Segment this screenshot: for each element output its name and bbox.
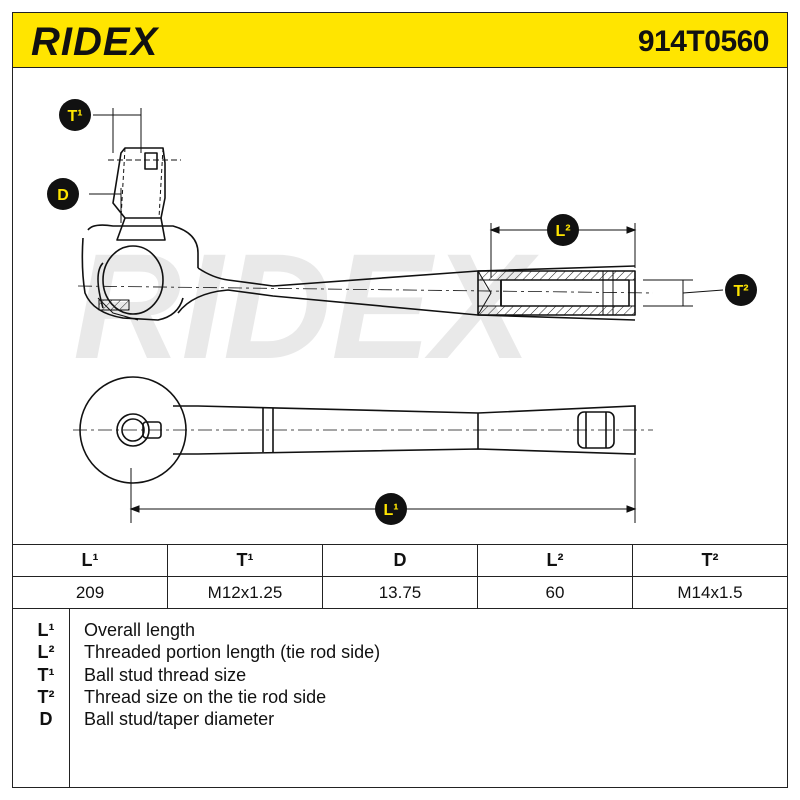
legend-item: L¹ Overall length (13, 620, 789, 642)
svg-text:D: D (57, 187, 69, 204)
legend-item: D Ball stud/taper diameter (13, 709, 789, 731)
spec-header-t2: T² (632, 544, 788, 577)
legend-item: L² Threaded portion length (tie rod side… (13, 642, 789, 664)
label-d: D (47, 178, 79, 210)
tie-rod-end-drawing: RIDEX (47, 99, 757, 525)
label-l1: L¹ (375, 493, 407, 525)
legend-key: L¹ (37, 620, 55, 640)
brand-logo-text: RIDEX (31, 21, 160, 61)
legend: L¹ Overall length L² Threaded portion le… (12, 608, 788, 788)
spec-header-l2: L² (477, 544, 633, 577)
svg-text:T²: T² (733, 283, 748, 300)
top-view (73, 376, 653, 484)
svg-text:L¹: L¹ (383, 502, 398, 519)
spec-value-d: 13.75 (322, 576, 478, 609)
label-t1: T¹ (59, 99, 91, 131)
spec-header-t1: T¹ (167, 544, 323, 577)
spec-value-l2: 60 (477, 576, 633, 609)
label-l2: L² (547, 214, 579, 246)
spec-header-l1: L¹ (12, 544, 168, 577)
legend-key: L² (37, 642, 55, 662)
spec-header-d: D (322, 544, 478, 577)
legend-desc: Ball stud/taper diameter (84, 709, 275, 729)
spec-value-l1: 209 (12, 576, 168, 609)
legend-desc: Threaded portion length (tie rod side) (84, 642, 381, 662)
legend-key: D (39, 709, 53, 729)
legend-divider (69, 608, 70, 787)
label-t2: T² (725, 274, 757, 306)
svg-text:T¹: T¹ (67, 108, 82, 125)
legend-key: T¹ (37, 665, 55, 685)
legend-item: T¹ Ball stud thread size (13, 665, 789, 687)
svg-text:L²: L² (555, 223, 570, 240)
technical-drawing-area: RIDEX (12, 68, 788, 544)
brand-logo: RIDEX (31, 21, 160, 61)
spec-value-t2: M14x1.5 (632, 576, 788, 609)
watermark-text: RIDEX (73, 222, 539, 390)
part-number: 914T0560 (637, 25, 770, 58)
header-bar: RIDEX 914T0560 (12, 12, 788, 68)
legend-desc: Overall length (84, 620, 196, 640)
legend-item: T² Thread size on the tie rod side (13, 687, 789, 709)
specs-value-row: 209 M12x1.25 13.75 60 M14x1.5 (12, 576, 788, 609)
side-view (77, 147, 654, 321)
legend-key: T² (37, 687, 55, 707)
legend-desc: Thread size on the tie rod side (84, 687, 327, 707)
specs-header-row: L¹ T¹ D L² T² (12, 544, 788, 577)
legend-desc: Ball stud thread size (84, 665, 247, 685)
specs-table: L¹ T¹ D L² T² 209 M12x1.25 13.75 60 M14x… (12, 544, 788, 609)
spec-value-t1: M12x1.25 (167, 576, 323, 609)
